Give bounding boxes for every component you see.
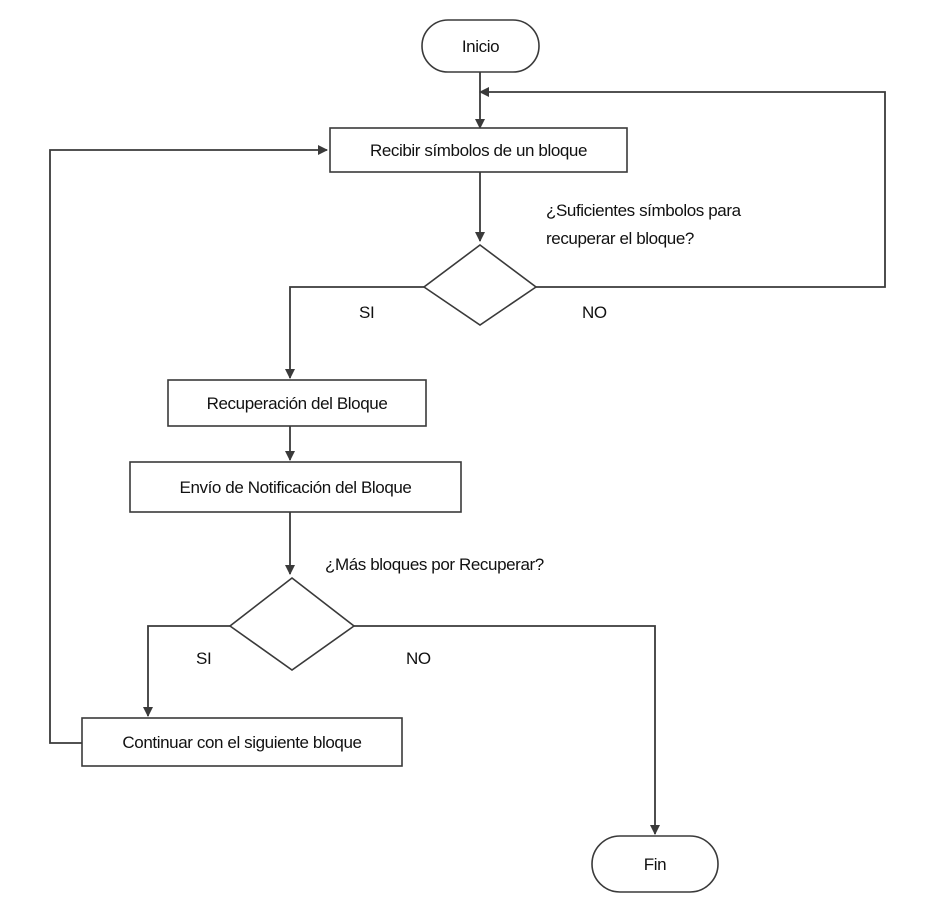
edge-decision1-yes-to-recuperacion bbox=[285, 286, 424, 379]
edge-decision1-no-loop bbox=[479, 87, 886, 288]
decision1-question-line2: recuperar el bloque? bbox=[546, 229, 694, 248]
node-decision2 bbox=[228, 576, 356, 671]
node-recuperacion-label: Recuperación del Bloque bbox=[207, 394, 388, 413]
decision2-question: ¿Más bloques por Recuperar? bbox=[325, 555, 544, 574]
node-continuar: Continuar con el siguiente bloque bbox=[81, 717, 403, 767]
node-recibir-label: Recibir símbolos de un bloque bbox=[370, 141, 587, 160]
node-continuar-label: Continuar con el siguiente bloque bbox=[122, 733, 361, 752]
edge-continuar-loop-to-recibir bbox=[49, 145, 328, 744]
decision1-yes-label: SI bbox=[359, 303, 374, 322]
node-fin-label: Fin bbox=[644, 855, 666, 874]
node-fin: Fin bbox=[591, 835, 719, 893]
edge-decision2-yes-to-continuar bbox=[143, 625, 230, 717]
node-inicio-label: Inicio bbox=[462, 37, 499, 56]
node-envio-label: Envío de Notificación del Bloque bbox=[180, 478, 412, 497]
decision1-no-label: NO bbox=[582, 303, 607, 322]
node-envio: Envío de Notificación del Bloque bbox=[129, 461, 462, 513]
node-recuperacion: Recuperación del Bloque bbox=[167, 379, 427, 427]
decision1-question-line1: ¿Suficientes símbolos para bbox=[546, 201, 742, 220]
decision2-no-label: NO bbox=[406, 649, 431, 668]
node-decision1 bbox=[422, 244, 538, 326]
node-inicio: Inicio bbox=[421, 19, 540, 73]
edge-decision2-no-to-fin bbox=[354, 625, 660, 835]
decision2-yes-label: SI bbox=[196, 649, 211, 668]
node-recibir: Recibir símbolos de un bloque bbox=[329, 127, 628, 173]
